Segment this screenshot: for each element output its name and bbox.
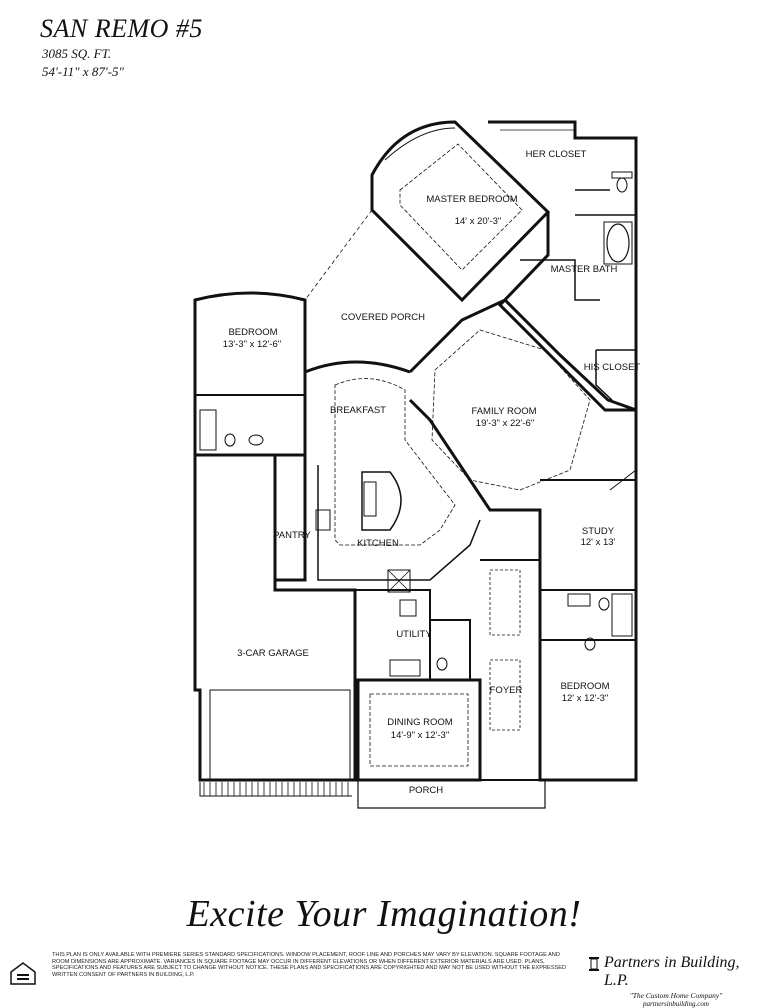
slogan: Excite Your Imagination! bbox=[186, 893, 582, 935]
room-label-master-bath: MASTER BATH bbox=[551, 264, 618, 275]
room-label-his-closet: HIS CLOSET bbox=[584, 362, 641, 373]
garage-rail bbox=[203, 782, 349, 796]
room-label-study: STUDY bbox=[582, 526, 615, 537]
garage-walls bbox=[193, 453, 357, 782]
room-label-pantry: PANTRY bbox=[273, 530, 311, 541]
room-label-bedroom-left: BEDROOM bbox=[228, 327, 277, 338]
room-label-foyer: FOYER bbox=[490, 685, 523, 696]
room-label-family-room: FAMILY ROOM bbox=[471, 406, 536, 417]
room-label-her-closet: HER CLOSET bbox=[526, 149, 587, 160]
room-label-master-bedroom: MASTER BEDROOM bbox=[426, 194, 517, 205]
room-label-bedroom-right: BEDROOM bbox=[560, 681, 609, 692]
legal-disclaimer: This plan is only available with premier… bbox=[52, 952, 566, 978]
column-logo-icon bbox=[589, 957, 599, 971]
room-size-bedroom-right: 12' x 12'-3" bbox=[562, 693, 609, 704]
room-label-porch: PORCH bbox=[409, 785, 443, 796]
room-label-breakfast: BREAKFAST bbox=[330, 405, 386, 416]
room-label-kitchen: KITCHEN bbox=[357, 538, 399, 549]
porch-outline bbox=[357, 779, 546, 809]
brand-tagline: "The Custom Home Company" bbox=[629, 991, 723, 1000]
brand-url[interactable]: partnersinbuilding.com bbox=[643, 1000, 709, 1008]
room-size-dining-room: 14'-9" x 12'-3" bbox=[391, 730, 449, 741]
square-footage: 3085 SQ. FT. bbox=[42, 46, 112, 61]
room-label-garage: 3-CAR GARAGE bbox=[237, 648, 309, 659]
room-label-dining-room: DINING ROOM bbox=[387, 717, 453, 728]
room-size-family-room: 19'-3" x 22'-6" bbox=[476, 418, 534, 429]
brand-block: Partners in Building, L.P. "The Custom H… bbox=[586, 954, 766, 1008]
bedroom-walls bbox=[193, 291, 307, 457]
bathtub bbox=[606, 223, 630, 263]
room-size-master-bedroom: 14' x 20'-3" bbox=[455, 216, 502, 227]
master-bedroom-walls bbox=[370, 120, 551, 303]
plan-title: SAN REMO #5 bbox=[40, 14, 203, 43]
equal-housing-icon bbox=[10, 962, 36, 985]
room-size-study: 12' x 13' bbox=[581, 537, 616, 548]
covered-porch-outline bbox=[304, 209, 463, 372]
room-size-bedroom-left: 13'-3" x 12'-6" bbox=[223, 339, 281, 350]
room-label-utility: UTILITY bbox=[396, 629, 432, 640]
overall-dimensions: 54'-11" x 87'-5" bbox=[42, 64, 124, 79]
brand-name: Partners in Building, L.P. bbox=[604, 954, 740, 989]
room-label-covered-porch: COVERED PORCH bbox=[341, 312, 425, 323]
kitchen-island bbox=[361, 471, 402, 531]
toilet bbox=[616, 177, 628, 193]
